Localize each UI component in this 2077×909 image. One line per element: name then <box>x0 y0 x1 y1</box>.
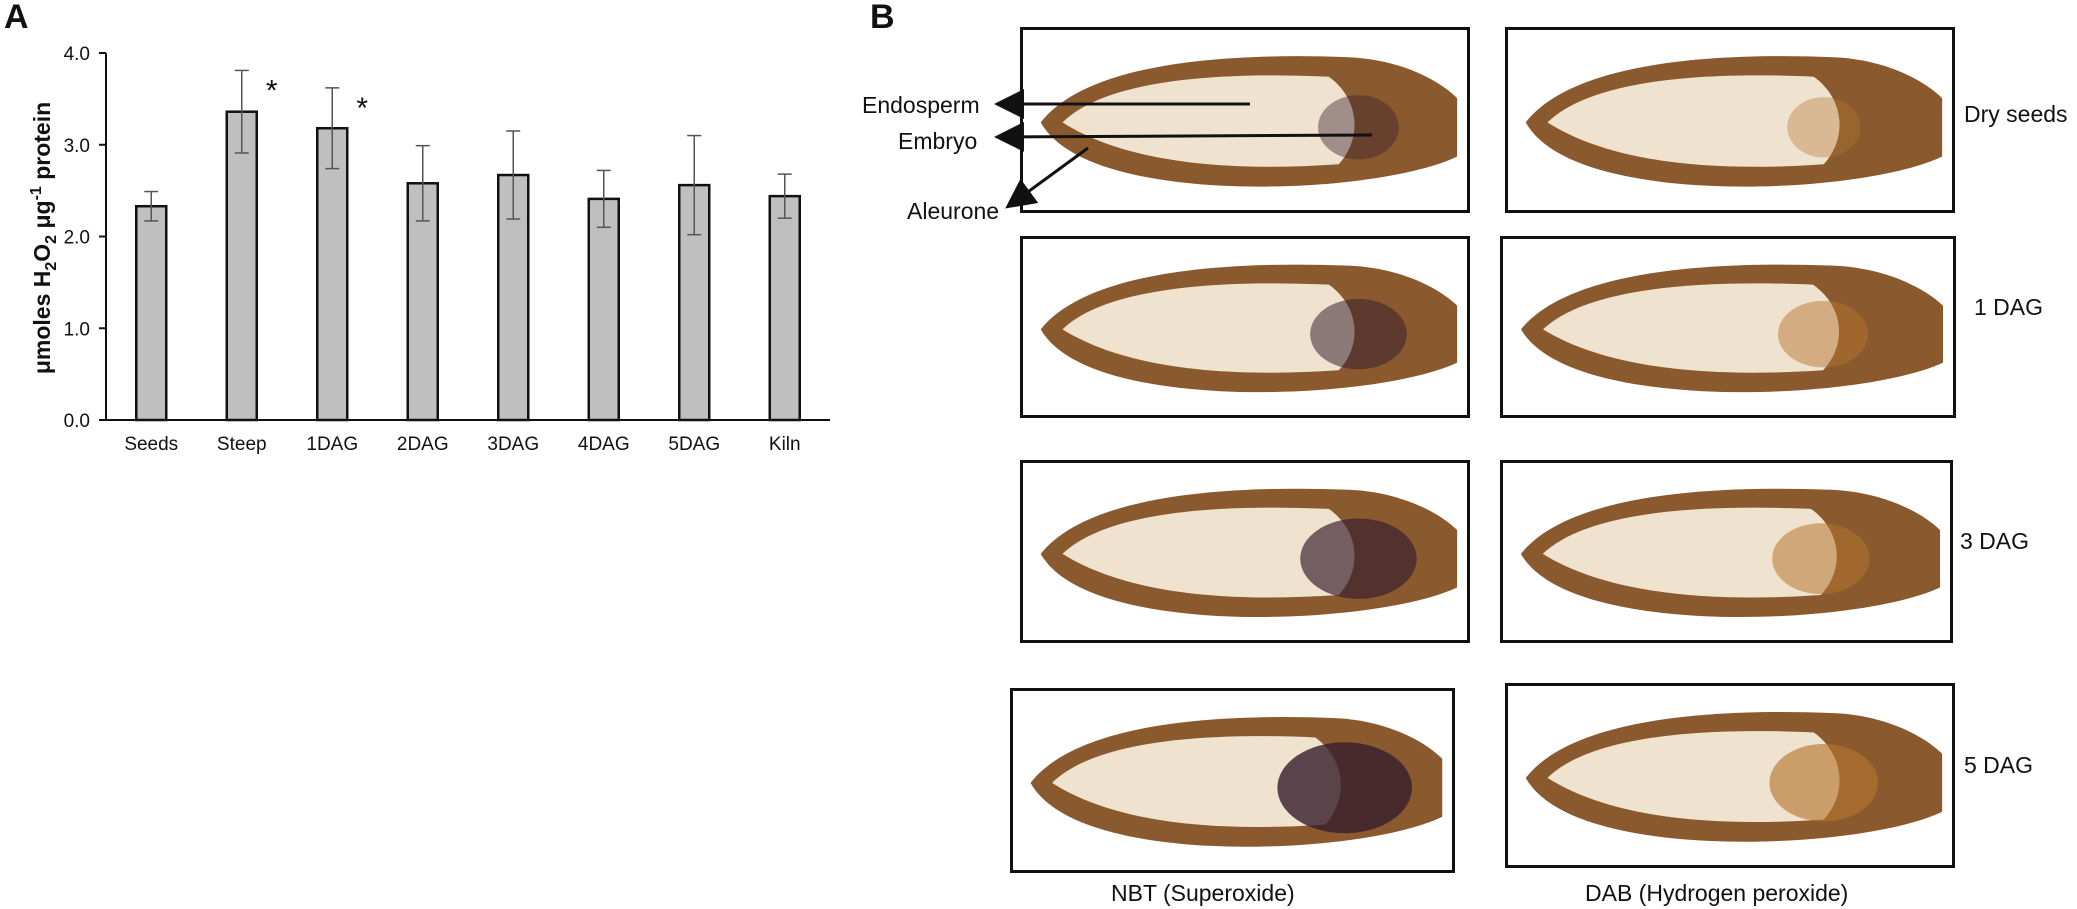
bar-seeds <box>135 204 168 422</box>
y-tick-label: 2.0 <box>64 228 90 249</box>
grain-endosperm <box>1062 75 1355 167</box>
grain-endosperm <box>1547 731 1840 823</box>
significance-marker: * <box>356 92 368 125</box>
photo-dab-dry-seeds <box>1505 27 1955 213</box>
grain-stain <box>1769 744 1878 822</box>
photo-dab-1dag <box>1500 236 1956 418</box>
grain-illustration <box>1030 717 1443 847</box>
photo-nbt-1dag <box>1020 236 1470 418</box>
panel-b-letter: B <box>870 0 895 36</box>
x-tick-label: Seeds <box>124 434 178 455</box>
x-tick-label: 1DAG <box>306 434 358 455</box>
y-axis-label: μmoles H2O2 μg-1 protein <box>28 102 60 374</box>
bar-chart: 0.0 1.0 2.0 3.0 4.0 μmoles H2O2 μg-1 proteinS… <box>28 44 830 455</box>
grain-illustration <box>1520 488 1941 618</box>
x-tick-label: Kiln <box>769 434 801 455</box>
significance-marker: * <box>266 74 278 107</box>
x-tick-label: 3DAG <box>487 434 539 455</box>
x-tick-label: 5DAG <box>668 434 720 455</box>
grain-illustration <box>1040 56 1458 187</box>
y-tick-label: 0.0 <box>64 411 90 432</box>
aleurone-label: Aleurone <box>907 198 1000 224</box>
panel-a-letter: A <box>4 0 29 36</box>
x-tick-label: 2DAG <box>397 434 449 455</box>
grain-illustration <box>1040 488 1458 618</box>
grain-illustration <box>1525 56 1943 187</box>
grain-stain <box>1277 742 1413 834</box>
photo-nbt-3dag <box>1020 460 1470 643</box>
endosperm-label: Endosperm <box>862 92 980 118</box>
grain-stain <box>1318 95 1399 160</box>
photo-nbt-dry-seeds <box>1020 27 1470 213</box>
grain-illustration <box>1525 712 1943 842</box>
grain-endosperm <box>1543 283 1840 373</box>
grain-endosperm <box>1542 507 1837 598</box>
grain-endosperm <box>1547 75 1840 167</box>
grain-endosperm <box>1062 283 1355 373</box>
bar-kiln <box>768 194 801 422</box>
photo-dab-3dag <box>1500 460 1953 643</box>
column-label-nbt: NBT (Superoxide) <box>1111 880 1295 906</box>
photo-nbt-5dag <box>1010 688 1455 873</box>
grain-illustration <box>1521 264 1943 393</box>
y-tick-label: 1.0 <box>64 319 90 340</box>
x-tick-label: 4DAG <box>578 434 630 455</box>
row-label-3dag: 3 DAG <box>1960 528 2030 554</box>
row-label-1dag: 1 DAG <box>1974 294 2044 320</box>
column-label-dab: DAB (Hydrogen peroxide) <box>1585 880 1849 906</box>
grain-stain <box>1300 518 1417 599</box>
y-tick-label: 3.0 <box>64 136 90 157</box>
bar-4dag <box>587 197 620 422</box>
grain-endosperm <box>1062 507 1355 598</box>
row-label-dry-seeds: Dry seeds <box>1964 101 2068 127</box>
row-label-5dag: 5 DAG <box>1964 752 2034 778</box>
photo-dab-5dag <box>1505 683 1955 868</box>
grain-stain <box>1787 97 1861 158</box>
grain-endosperm <box>1052 736 1341 828</box>
embryo-label: Embryo <box>898 128 978 154</box>
bar-1dag <box>316 126 349 422</box>
x-tick-label: Steep <box>217 434 267 455</box>
grain-illustration <box>1040 264 1458 393</box>
grain-stain <box>1772 523 1870 595</box>
grain-stain <box>1778 300 1868 368</box>
y-tick-label: 4.0 <box>64 44 90 65</box>
bar-steep <box>225 110 258 422</box>
grain-stain <box>1310 298 1407 370</box>
